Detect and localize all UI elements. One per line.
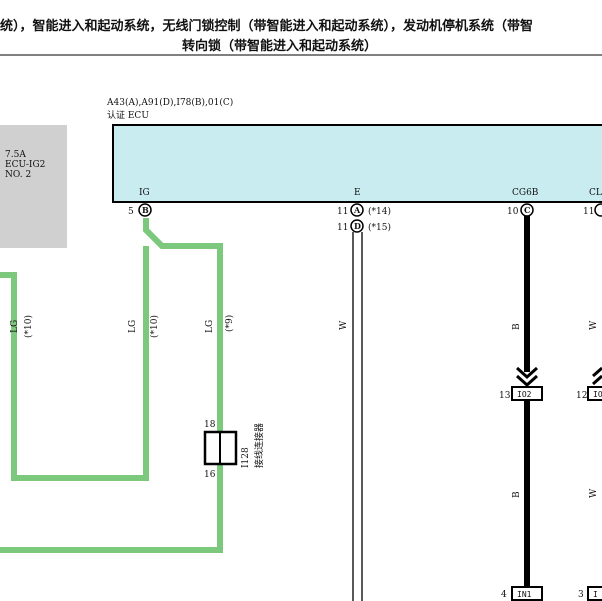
wire-label-w1-color: LG xyxy=(10,320,20,333)
wire-label-right-lower: W xyxy=(589,488,599,498)
junction-id: I128 xyxy=(241,447,251,468)
wire-label-w3-color: LG xyxy=(205,320,215,333)
pin-ig-conn: B xyxy=(142,205,149,215)
pin-ig-circle xyxy=(138,203,152,217)
io-right-id: IO xyxy=(593,390,602,399)
pin-e2-conn: D xyxy=(354,221,361,231)
in-right-connector xyxy=(587,586,602,601)
lg-wire-ig-to-junction xyxy=(143,218,223,438)
io2-id: IO2 xyxy=(517,390,532,399)
ecu-connectors-label: A43(A),A91(D),I78(B),01(C) xyxy=(106,97,233,108)
io2-connector xyxy=(511,386,543,401)
pin-e1-circle xyxy=(350,203,364,217)
header-line-2: 转向锁（带智能进入和起动系统） xyxy=(182,38,377,54)
in1-pin-number: 4 xyxy=(501,590,507,600)
junction-pin-bottom: 16 xyxy=(204,470,216,480)
wire-label-e-color: W xyxy=(339,320,349,330)
io-right-pin-number: 12 xyxy=(576,391,587,401)
terminal-cla: CLA xyxy=(589,188,602,198)
in1-id: IN1 xyxy=(517,590,532,599)
fuse-rating: 7.5A xyxy=(5,150,26,160)
junction-pin-top: 18 xyxy=(204,420,216,430)
pin-e1-number: 11 xyxy=(337,207,348,217)
wire-label-w2-color: LG xyxy=(128,320,138,333)
pin-cg6b-conn: C xyxy=(524,205,530,215)
wire-label-w2-note: (*10) xyxy=(149,315,160,338)
wire-label-w3-note: (*9) xyxy=(224,315,235,332)
terminal-cg6b: CG6B xyxy=(512,188,539,198)
wire-label-b-lower: B xyxy=(512,491,522,498)
ecu-name-label: 认证 ECU xyxy=(107,109,149,121)
lg-wire-junction-out xyxy=(0,462,223,553)
in-right-pin-number: 3 xyxy=(578,590,584,600)
terminal-ig: IG xyxy=(139,188,150,198)
lg-wire-group xyxy=(0,218,223,553)
connector-arrow-right xyxy=(592,366,602,386)
junction-name: 接线连接器 xyxy=(253,423,265,468)
in-right-id: I xyxy=(593,590,598,599)
io2-pin-number: 13 xyxy=(499,391,511,401)
lg-wire-left xyxy=(0,246,149,481)
pin-e2-note: (*15) xyxy=(368,222,391,233)
pin-e1-conn: A xyxy=(353,205,361,215)
pin-cla-circle xyxy=(594,203,602,217)
fuse-name: ECU-IG2 xyxy=(5,160,45,170)
in1-connector xyxy=(511,586,543,601)
fuse-box xyxy=(0,125,67,248)
io-right-connector xyxy=(587,386,602,401)
wire-label-w1-note: (*10) xyxy=(23,315,34,338)
pin-e2-number: 11 xyxy=(337,223,348,233)
terminal-e: E xyxy=(354,188,361,198)
pin-e2-circle xyxy=(350,219,364,233)
ecu-box xyxy=(112,124,602,203)
wire-label-b-upper: B xyxy=(512,323,522,330)
wire-label-right-upper: W xyxy=(589,320,599,330)
pin-e1-note: (*14) xyxy=(368,206,391,217)
pin-ig-number: 5 xyxy=(128,207,134,217)
pin-cg6b-number: 10 xyxy=(507,207,519,217)
fuse-number: NO. 2 xyxy=(5,170,31,180)
header-line-1: 统），智能进入和起动系统，无线门锁控制（带智能进入和起动系统），发动机停机系统（… xyxy=(0,18,533,34)
connector-arrow-io2 xyxy=(515,366,539,388)
pin-cla-number: 11 xyxy=(583,207,594,217)
